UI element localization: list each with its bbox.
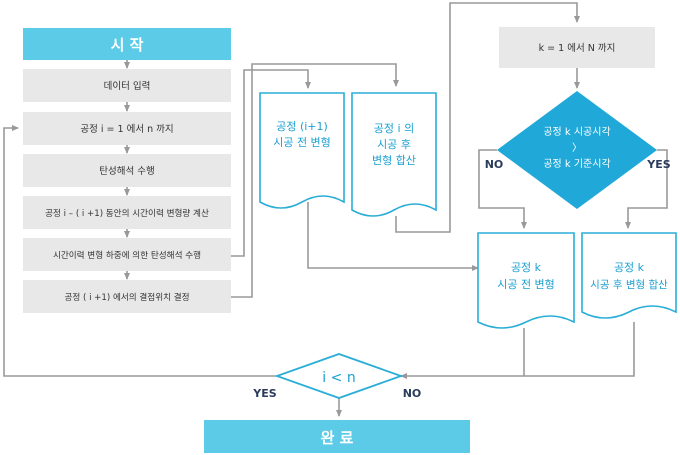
- doc-post-i-line1: 공정 i 의: [374, 122, 414, 135]
- label-no-i: NO: [403, 387, 422, 400]
- end-box: 완 료: [204, 420, 470, 453]
- doc-post-k-line1: 공정 k: [614, 261, 645, 274]
- doc-post-i: 공정 i 의 시공 후 변형 합산: [351, 92, 437, 217]
- process-step-label: 공정 ( i +1) 에서의 결점위치 결정: [64, 291, 189, 303]
- k-loop-box: k = 1 에서 N 까지: [499, 27, 655, 68]
- connectors: [3, 2, 668, 417]
- process-step-label: 탄성해석 수행: [99, 165, 154, 177]
- doc-pre-k-line1: 공정 k: [511, 261, 542, 274]
- line-doc-post-k-merge: [524, 322, 635, 377]
- doc-pre-k: 공정 k 시공 전 변형: [477, 232, 575, 329]
- process-step-box: [23, 280, 231, 313]
- arrow-doc-post-i-to-k-loop: [395, 2, 580, 233]
- arrow-step6-to-doc-post-i: [230, 63, 399, 298]
- process-step-label: 데이터 입력: [104, 80, 151, 92]
- doc-pre-i-line1: 공정 (i+1): [276, 120, 328, 133]
- label-no-k: NO: [485, 158, 504, 171]
- process-step-box: [23, 154, 231, 187]
- decision-k: 공정 k 시공시각 〉 공정 k 기준시각: [497, 91, 657, 209]
- doc-post-i-line3: 변형 합산: [372, 154, 416, 167]
- decision-k-line3: 공정 k 기준시각: [543, 158, 610, 170]
- process-step-label: 시간이력 변형 하중에 의한 탄성해석 수행: [53, 249, 201, 261]
- k-loop-label: k = 1 에서 N 까지: [539, 43, 616, 54]
- process-step-label: 공정 i – ( i +1) 동안의 시간이력 변형량 계산: [45, 207, 209, 219]
- process-step-label: 공정 i = 1 에서 n 까지: [80, 124, 173, 135]
- doc-pre-k-line2: 시공 전 변형: [497, 278, 555, 291]
- start-label: 시 작: [111, 36, 144, 54]
- decision-k-line1: 공정 k 시공시각: [543, 126, 610, 138]
- process-step-box: [23, 112, 231, 145]
- arrow-doc-pre-k-to-decision-i: [400, 328, 525, 379]
- doc-post-i-line2: 시공 후: [377, 138, 411, 151]
- doc-pre-i-line2: 시공 전 변형: [273, 136, 331, 149]
- process-step-box: [23, 69, 231, 102]
- label-yes-k: YES: [646, 158, 670, 171]
- start-box: 시 작: [23, 28, 231, 60]
- arrow-decision-no-to-doc-pre-k: [478, 149, 527, 229]
- doc-post-k: 공정 k 시공 후 변형 합산: [581, 232, 677, 319]
- arrow-step5-to-doc-pre-i: [230, 69, 311, 257]
- end-label: 완 료: [321, 429, 354, 447]
- process-step-box: [23, 196, 231, 229]
- doc-pre-i: 공정 (i+1) 시공 전 변형: [259, 92, 345, 209]
- arrow-doc-pre-i-to-doc-pre-k: [307, 202, 479, 271]
- doc-post-k-line2: 시공 후 변형 합산: [590, 279, 668, 291]
- decision-k-line2: 〉: [572, 142, 582, 154]
- process-step-box: [23, 238, 231, 271]
- label-yes-i: YES: [252, 387, 276, 400]
- arrow-decision-i-yes-loop-back: [3, 125, 278, 377]
- arrow-decision-yes-to-doc-post-k: [625, 149, 668, 229]
- decision-i-label: i < n: [322, 370, 355, 386]
- decision-i: i < n: [274, 353, 404, 399]
